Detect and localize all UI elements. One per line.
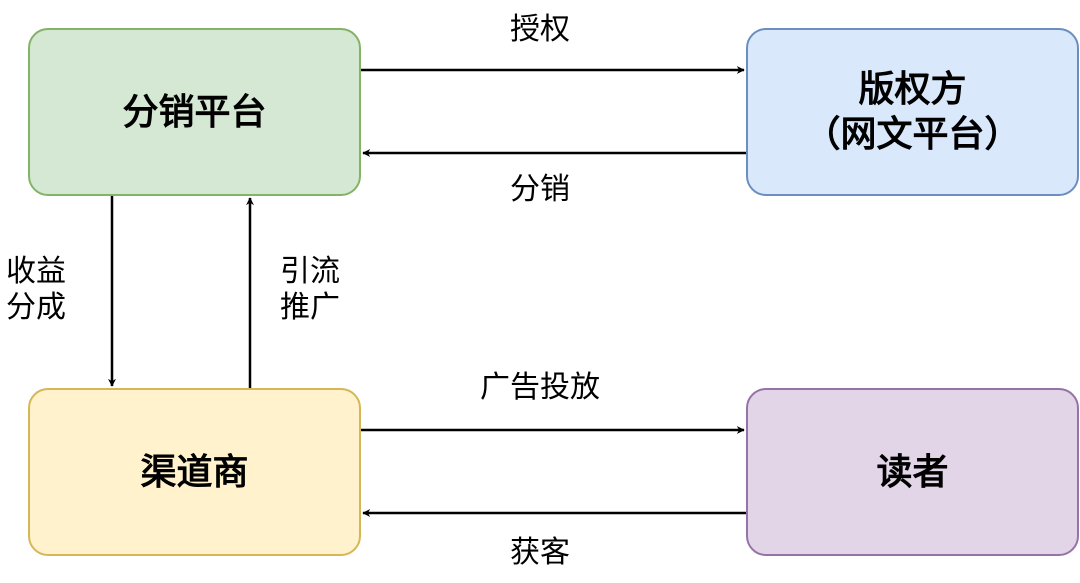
edge-label-revenue-share-line2: 分成 xyxy=(6,290,66,325)
node-copyright-owner-title: 版权方 xyxy=(858,69,967,110)
edge-label-acquire-customers: 获客 xyxy=(510,535,570,570)
node-distribution-platform: 分销平台 xyxy=(28,28,361,196)
node-reader-label: 读者 xyxy=(876,451,949,493)
edge-label-traffic-promo-line2: 推广 xyxy=(280,290,340,325)
node-copyright-owner: 版权方 （网文平台） xyxy=(746,28,1079,196)
node-channel-vendor-label: 渠道商 xyxy=(140,451,249,493)
node-distribution-platform-label: 分销平台 xyxy=(122,91,267,133)
node-channel-vendor: 渠道商 xyxy=(28,388,361,556)
edge-label-traffic-promo-line1: 引流 xyxy=(280,254,340,289)
edge-label-ad-delivery: 广告投放 xyxy=(480,370,600,405)
node-copyright-owner-subtitle: （网文平台） xyxy=(804,114,1021,155)
edge-label-revenue-share-line1: 收益 xyxy=(6,254,66,289)
edge-label-traffic-promo: 引流 推广 xyxy=(280,254,340,326)
edge-label-authorize: 授权 xyxy=(510,12,570,47)
edge-label-distribute: 分销 xyxy=(510,172,570,207)
node-reader: 读者 xyxy=(746,388,1079,556)
edge-label-revenue-share: 收益 分成 xyxy=(6,254,66,326)
